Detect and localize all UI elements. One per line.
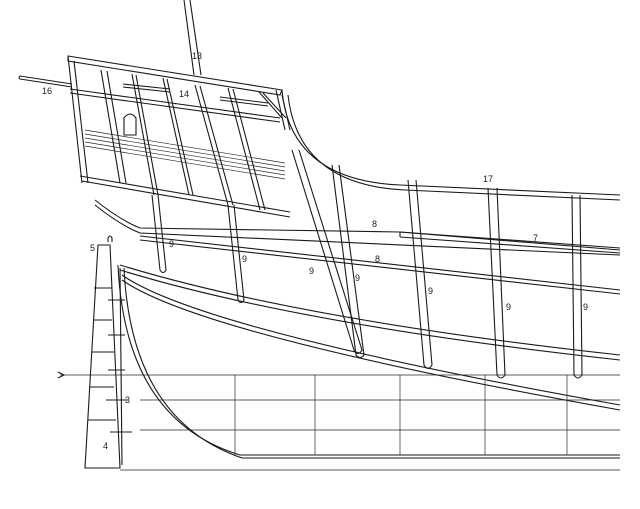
hull-body (57, 264, 621, 471)
label-9: 9 (169, 239, 175, 249)
label-3: 3 (125, 395, 131, 405)
label-14: 14 (179, 89, 190, 99)
label-7: 7 (533, 233, 539, 243)
label-8-upper: 8 (372, 219, 378, 229)
label-13: 13 (192, 51, 203, 61)
label-9: 9 (506, 302, 512, 312)
label-17: 17 (483, 174, 494, 184)
label-5: 5 (90, 243, 96, 253)
rudder (84, 235, 132, 469)
label-8-lower: 8 (375, 254, 381, 264)
boom (18, 75, 73, 88)
mast (183, 0, 202, 76)
sterncastle-frame (67, 55, 291, 218)
stanchions (151, 149, 583, 379)
label-9: 9 (428, 286, 434, 296)
label-9: 9 (242, 254, 248, 264)
label-9: 9 (309, 266, 315, 276)
hull-sheer (94, 89, 621, 295)
label-9: 9 (583, 302, 589, 312)
label-9: 9 (355, 273, 361, 283)
label-16: 16 (42, 86, 53, 96)
label-4: 4 (103, 441, 109, 451)
